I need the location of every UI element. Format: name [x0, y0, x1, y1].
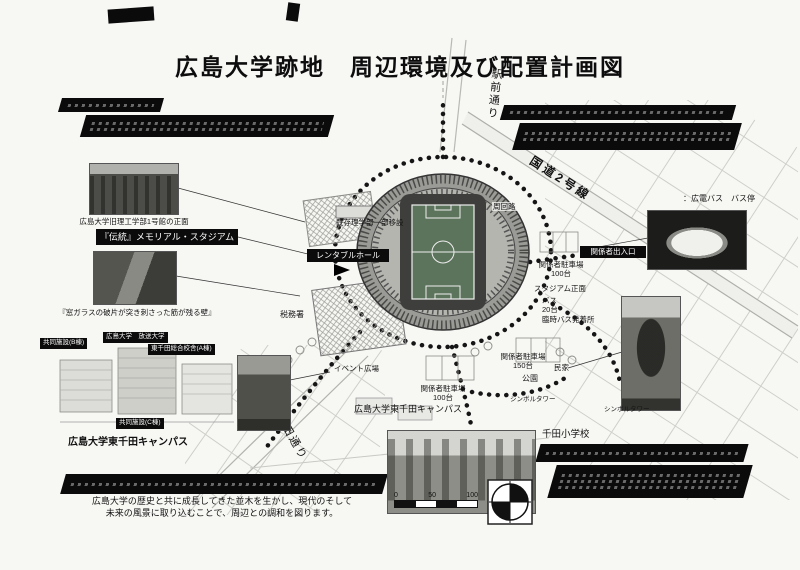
redacted-text-line	[67, 103, 155, 107]
redacted-bar-top-right-1	[499, 105, 737, 120]
label-bldg-c: 共同施設(C棟)	[116, 418, 164, 429]
field-markings	[412, 204, 474, 300]
photo-old-engineering-building	[90, 164, 178, 214]
footer-note-line2: 未来の風景に取り込むことで、周辺との調和を図ります。	[105, 508, 339, 519]
photo-stadium-aerial	[648, 211, 746, 269]
label-officials-entrance: 関係者出入口	[580, 246, 646, 258]
parking-lots	[425, 231, 579, 381]
redacted-text-line	[557, 486, 739, 489]
redacted-text-line	[545, 451, 739, 455]
stadium	[330, 173, 530, 331]
scale-strip	[394, 500, 478, 508]
campus-axonometric-drawing	[52, 326, 242, 430]
axon-buildings	[59, 347, 234, 423]
label-rentable-hall: レンタブルホール	[307, 249, 389, 262]
label-existing-relocation: 既存理学部一部移設	[336, 218, 404, 227]
label-parking-right: 関係者駐車場 100台	[538, 260, 584, 279]
label-loop-road: 周回路	[492, 202, 517, 212]
label-tax-office: 税務署	[280, 310, 304, 319]
redacted-text-line	[91, 121, 325, 125]
label-senda-school: 千田小学校	[542, 429, 590, 440]
photo2-caption: 『窓ガラスの破片が突き刺さった筋が残る壁』	[58, 308, 216, 317]
label-park: 公園	[522, 374, 538, 383]
photo1-caption: 広島大学旧理工学部1号館の正面	[79, 217, 189, 226]
label-bldg-univ: 広島大学 放送大学	[103, 332, 168, 343]
label-campus-center: 広島大学東千田キャンパス	[354, 404, 463, 414]
compass-icon	[487, 479, 533, 525]
redacted-text-line	[561, 474, 743, 477]
redacted-bar-top-left-1	[57, 98, 165, 112]
scale-tick-0: 0	[394, 492, 398, 499]
scan-artifact	[285, 2, 301, 22]
scale-tick-50: 50	[428, 492, 436, 499]
scale-bar: 0 50 100	[394, 492, 478, 508]
photo-trees-small	[238, 356, 290, 430]
redacted-text-line	[522, 138, 730, 141]
label-stadium-front: スタジアム正面	[534, 284, 586, 293]
scale-tick-100: 100	[466, 492, 478, 499]
label-bldg-b: 共同施設(B棟)	[40, 338, 88, 349]
redacted-text-line	[559, 480, 741, 483]
redacted-text-line	[70, 482, 378, 486]
scale-tick-labels: 0 50 100	[394, 492, 478, 499]
label-event-plaza: イベント広場	[334, 364, 379, 373]
scale-segment	[395, 501, 416, 507]
label-private-houses: 民家	[554, 363, 569, 372]
memorial-stadium-banner: 『伝統』メモリアル・スタジアム	[96, 229, 238, 245]
photo-symbol-tree	[622, 297, 680, 410]
label-bus-stop: ：広電バス バス停	[683, 194, 755, 203]
redacted-text-line	[524, 132, 732, 135]
entrance-arrow	[334, 264, 350, 276]
label-symbol-tower-2: シンボルタワー	[604, 406, 650, 413]
redacted-bar-top-left-2	[79, 115, 335, 137]
label-bldg-a: 東千田総合校舎(A棟)	[148, 344, 215, 355]
page-title: 広島大学跡地 周辺環境及び配置計画図	[175, 54, 625, 80]
photo-glass-shard-wall	[94, 252, 176, 304]
footer-note-line1: 広島大学の歴史と共に成長してきた並木を生かし、現代のそして	[91, 496, 353, 506]
label-parking-150: 関係者駐車場 150台	[500, 352, 546, 371]
photo-texture	[90, 164, 178, 214]
campus-caption-left: 広島大学東千田キャンパス	[68, 437, 188, 448]
label-parking-100: 関係者駐車場 100台	[420, 384, 466, 403]
label-symbol-tower-1: シンボルタワー	[510, 396, 556, 403]
campus-buildings	[355, 397, 433, 421]
redacted-bar-top-right-2	[512, 123, 742, 150]
label-bus-terminal: バス 20台 臨時バス発着所	[542, 296, 595, 324]
redacted-bar-bottom-right-1	[535, 444, 749, 462]
redacted-text-line	[89, 127, 323, 131]
footer-note: 広島大学の歴史と共に成長してきた並木を生かし、現代のそして 未来の風景に取り込む…	[62, 495, 382, 519]
scale-segment	[436, 501, 457, 507]
redacted-bar-bottom-left	[60, 474, 388, 494]
scale-segment	[456, 501, 477, 507]
tree-symbols	[283, 337, 577, 365]
scale-segment	[415, 501, 436, 507]
redacted-bar-bottom-right-2	[547, 465, 753, 498]
photo-texture	[622, 297, 680, 410]
redacted-text-line	[509, 111, 727, 114]
